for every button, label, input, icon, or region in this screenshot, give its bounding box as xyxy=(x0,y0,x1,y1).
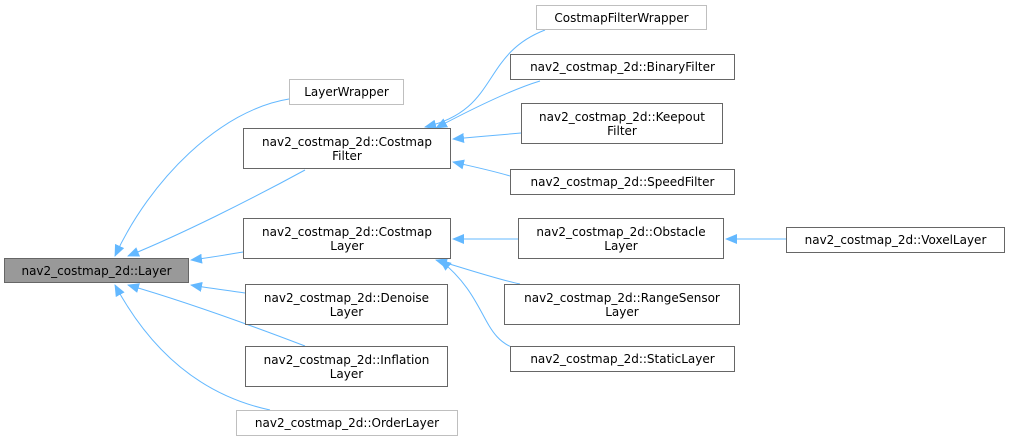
edge-static-to-costmaplayer xyxy=(439,259,521,351)
edge-rangesensor-to-costmaplayer xyxy=(435,258,521,285)
node-layer-wrapper[interactable]: LayerWrapper xyxy=(289,79,404,105)
node-speed-filter[interactable]: nav2_costmap_2d::SpeedFilter xyxy=(510,169,735,195)
edge-inflation-to-layer xyxy=(127,283,306,347)
node-order-layer[interactable]: nav2_costmap_2d::OrderLayer xyxy=(236,410,458,436)
node-range-sensor-layer[interactable]: nav2_costmap_2d::RangeSensor Layer xyxy=(504,284,740,325)
edge-order-to-layer xyxy=(114,284,271,411)
edge-costmapfilter-to-layer xyxy=(127,169,306,257)
node-obstacle-layer[interactable]: nav2_costmap_2d::Obstacle Layer xyxy=(518,218,724,259)
edge-layerwrapper-to-layer xyxy=(114,98,290,257)
node-costmap-filter-wrapper[interactable]: CostmapFilterWrapper xyxy=(536,5,707,30)
node-costmap-filter[interactable]: nav2_costmap_2d::Costmap Filter xyxy=(243,128,451,169)
node-layer: nav2_costmap_2d::Layer xyxy=(4,258,189,283)
node-denoise-layer[interactable]: nav2_costmap_2d::Denoise Layer xyxy=(245,284,448,325)
edge-speed-to-costmapfilter xyxy=(452,159,511,177)
node-static-layer[interactable]: nav2_costmap_2d::StaticLayer xyxy=(510,346,735,372)
node-costmap-layer[interactable]: nav2_costmap_2d::Costmap Layer xyxy=(243,218,451,259)
node-keepout-filter[interactable]: nav2_costmap_2d::Keepout Filter xyxy=(521,103,723,144)
edge-keepout-to-costmapfilter xyxy=(452,132,522,143)
edge-filterwrapper-to-costmapfilter xyxy=(424,29,546,130)
node-inflation-layer[interactable]: nav2_costmap_2d::Inflation Layer xyxy=(245,346,448,387)
edge-costmaplayer-to-layer xyxy=(190,251,244,264)
node-voxel-layer[interactable]: nav2_costmap_2d::VoxelLayer xyxy=(786,227,1005,253)
node-binary-filter[interactable]: nav2_costmap_2d::BinaryFilter xyxy=(510,54,735,80)
edge-denoise-to-layer xyxy=(190,281,246,294)
edge-binary-to-costmapfilter xyxy=(435,80,541,129)
